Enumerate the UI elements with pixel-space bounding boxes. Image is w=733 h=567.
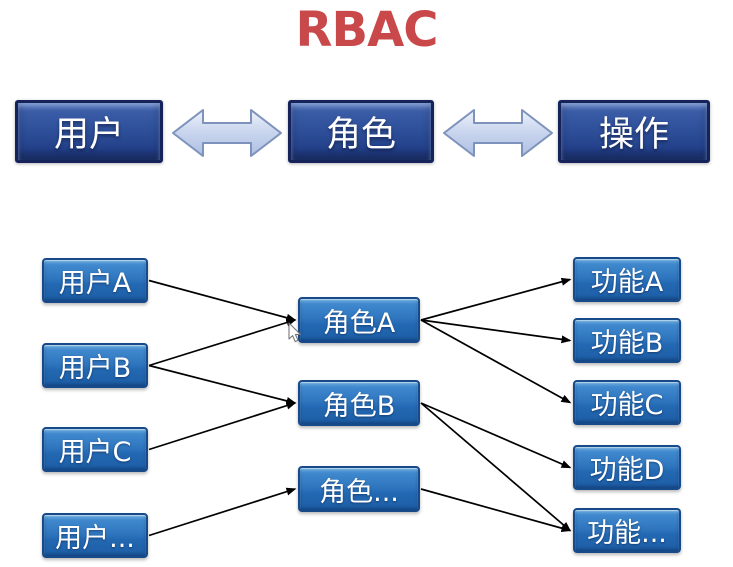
edge-roleB-funcD bbox=[420, 402, 572, 469]
edge-userEtc-roleEtc bbox=[148, 487, 297, 537]
edge-userC-roleB bbox=[148, 401, 297, 451]
legend-box-operation: 操作 bbox=[558, 100, 710, 163]
legend-box-user: 用户 bbox=[15, 100, 163, 163]
edge-roleEtc-funcEtc bbox=[420, 488, 572, 533]
edge-userB-roleA bbox=[148, 318, 297, 367]
node-user-a: 用户A bbox=[42, 258, 148, 303]
node-func-b: 功能B bbox=[573, 318, 681, 363]
double-arrow-icon bbox=[443, 109, 553, 157]
edge-userB-roleB bbox=[148, 364, 297, 405]
node-role-etc: 角色... bbox=[298, 466, 420, 512]
edge-roleB-funcEtc bbox=[420, 402, 572, 532]
node-user-etc: 用户... bbox=[42, 513, 148, 558]
node-role-a: 角色A bbox=[298, 297, 420, 343]
edge-roleA-funcA bbox=[420, 277, 572, 321]
node-user-c: 用户C bbox=[42, 427, 148, 472]
double-arrow-icon bbox=[172, 109, 282, 157]
node-func-d: 功能D bbox=[573, 445, 681, 490]
edge-roleA-funcC bbox=[420, 319, 572, 404]
node-user-b: 用户B bbox=[42, 343, 148, 388]
node-func-a: 功能A bbox=[573, 257, 681, 302]
edge-userA-roleA bbox=[148, 279, 297, 322]
edge-roleA-funcB bbox=[420, 319, 572, 344]
node-role-b: 角色B bbox=[298, 380, 420, 426]
node-func-c: 功能C bbox=[573, 380, 681, 425]
page-title: RBAC bbox=[295, 2, 439, 58]
legend-box-role: 角色 bbox=[288, 100, 434, 163]
node-func-etc: 功能... bbox=[573, 508, 681, 553]
